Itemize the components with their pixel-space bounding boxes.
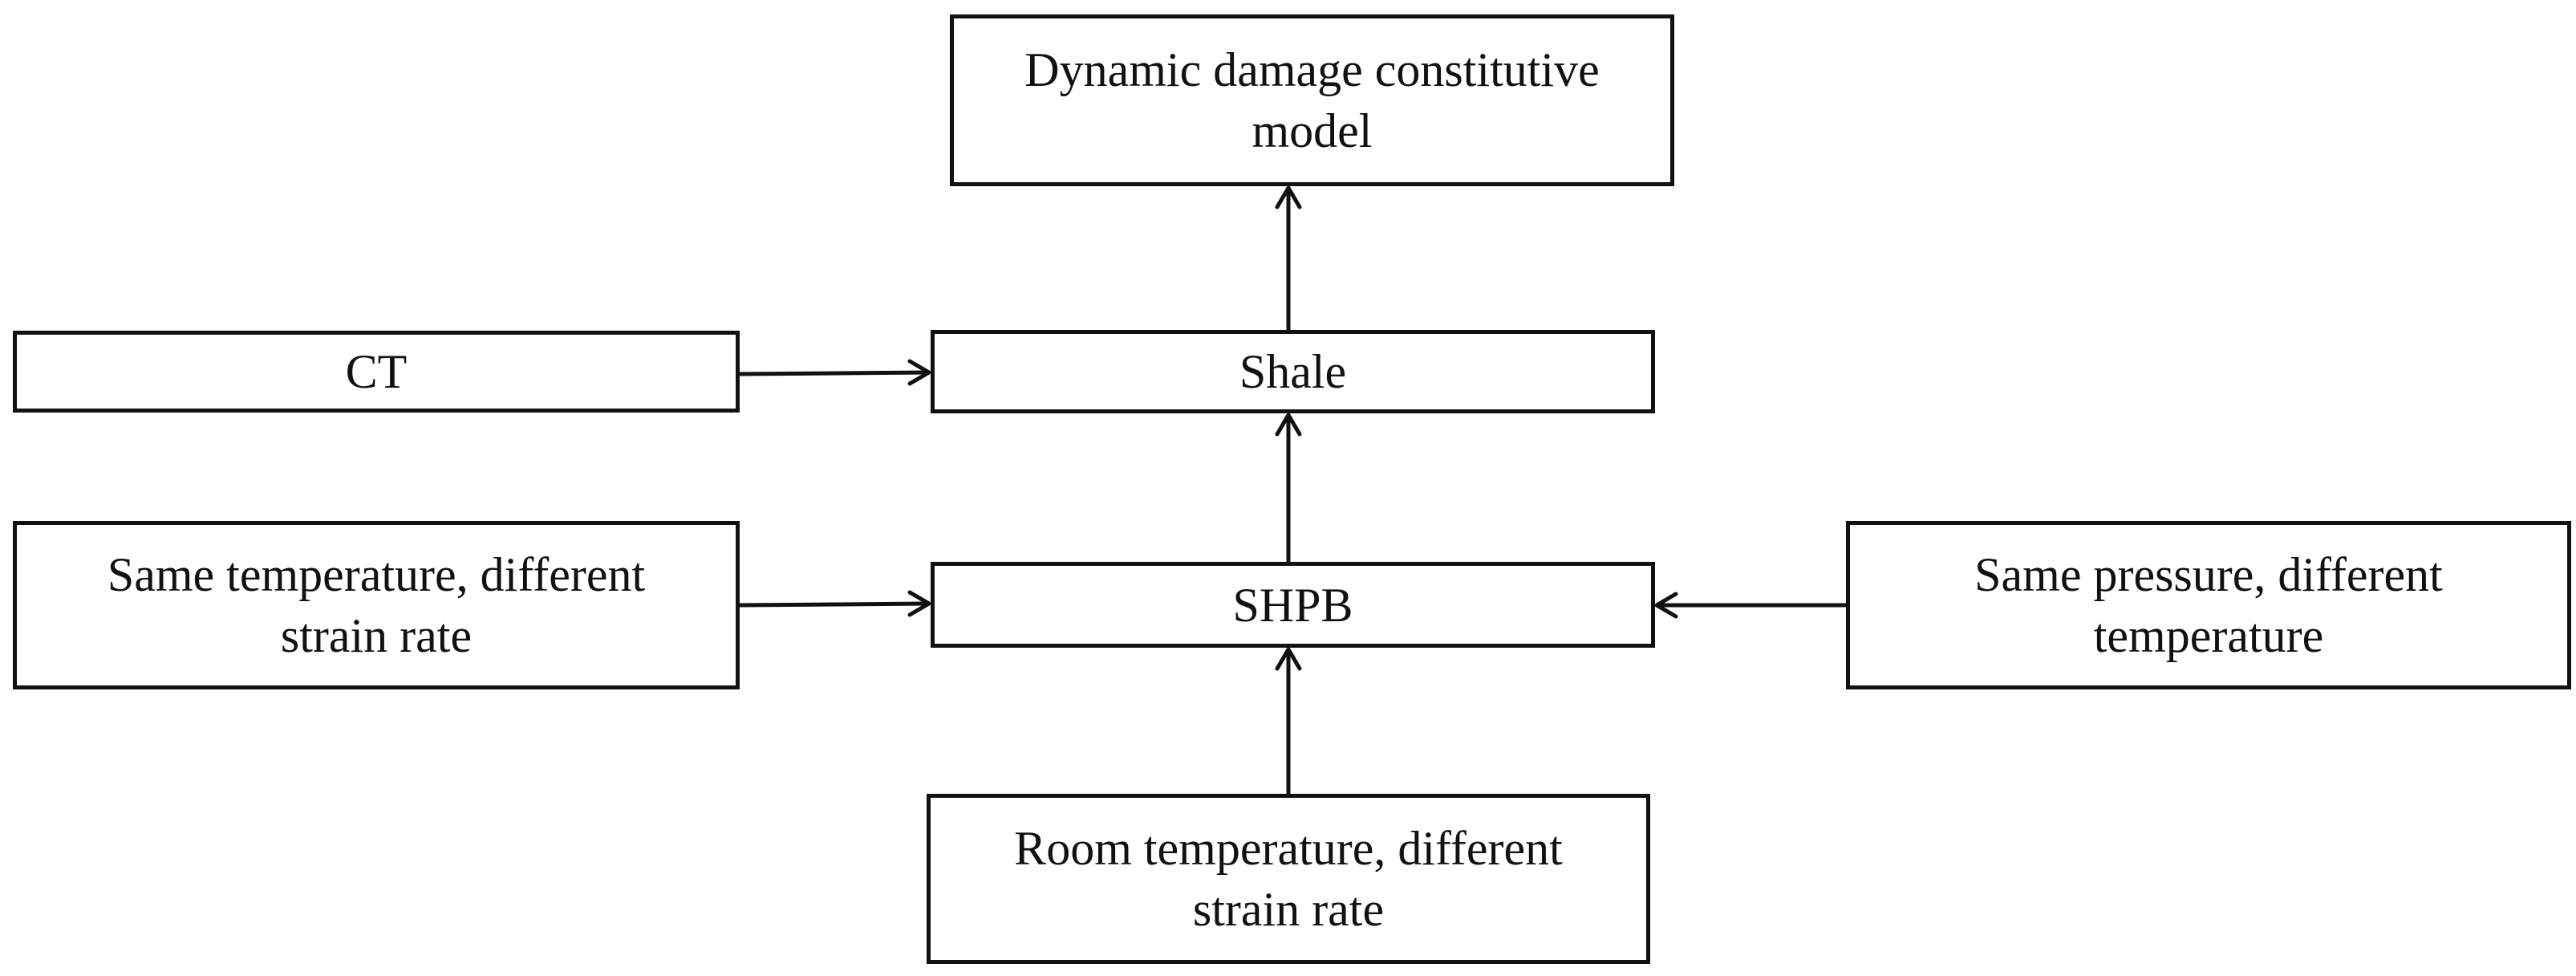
- node-label-line: strain rate: [1192, 883, 1385, 936]
- node-same-temperature: Same temperature, different strain rate: [13, 521, 740, 689]
- node-label-line: Shale: [1239, 345, 1347, 398]
- edge-room-temperature-to-shpb: [1275, 647, 1302, 796]
- node-shale: Shale: [931, 330, 1655, 413]
- node-label-line: Same temperature, different: [107, 548, 646, 601]
- node-label-line: Room temperature, different: [1014, 822, 1563, 875]
- edge-shale-to-model: [1275, 185, 1302, 332]
- edge-ct-to-shale: [737, 359, 931, 386]
- node-ct: CT: [13, 331, 740, 413]
- node-room-temperature: Room temperature, different strain rate: [927, 794, 1650, 964]
- node-dynamic-damage-model: Dynamic damage constitutive model: [950, 14, 1674, 186]
- node-label-line: Same pressure, different: [1974, 548, 2443, 601]
- node-label-line: strain rate: [280, 609, 473, 662]
- edge-same-pressure-to-shpb: [1654, 592, 1848, 619]
- node-label-line: temperature: [2093, 609, 2324, 662]
- node-label-line: CT: [345, 345, 408, 398]
- node-same-pressure: Same pressure, different temperature: [1846, 521, 2571, 689]
- node-label-line: model: [1251, 104, 1373, 157]
- node-label-line: SHPB: [1232, 578, 1353, 632]
- edge-shpb-to-shale: [1275, 413, 1302, 564]
- edge-same-temperature-to-shpb: [737, 590, 931, 617]
- node-shpb: SHPB: [931, 562, 1655, 648]
- node-label-line: Dynamic damage constitutive: [1024, 43, 1600, 96]
